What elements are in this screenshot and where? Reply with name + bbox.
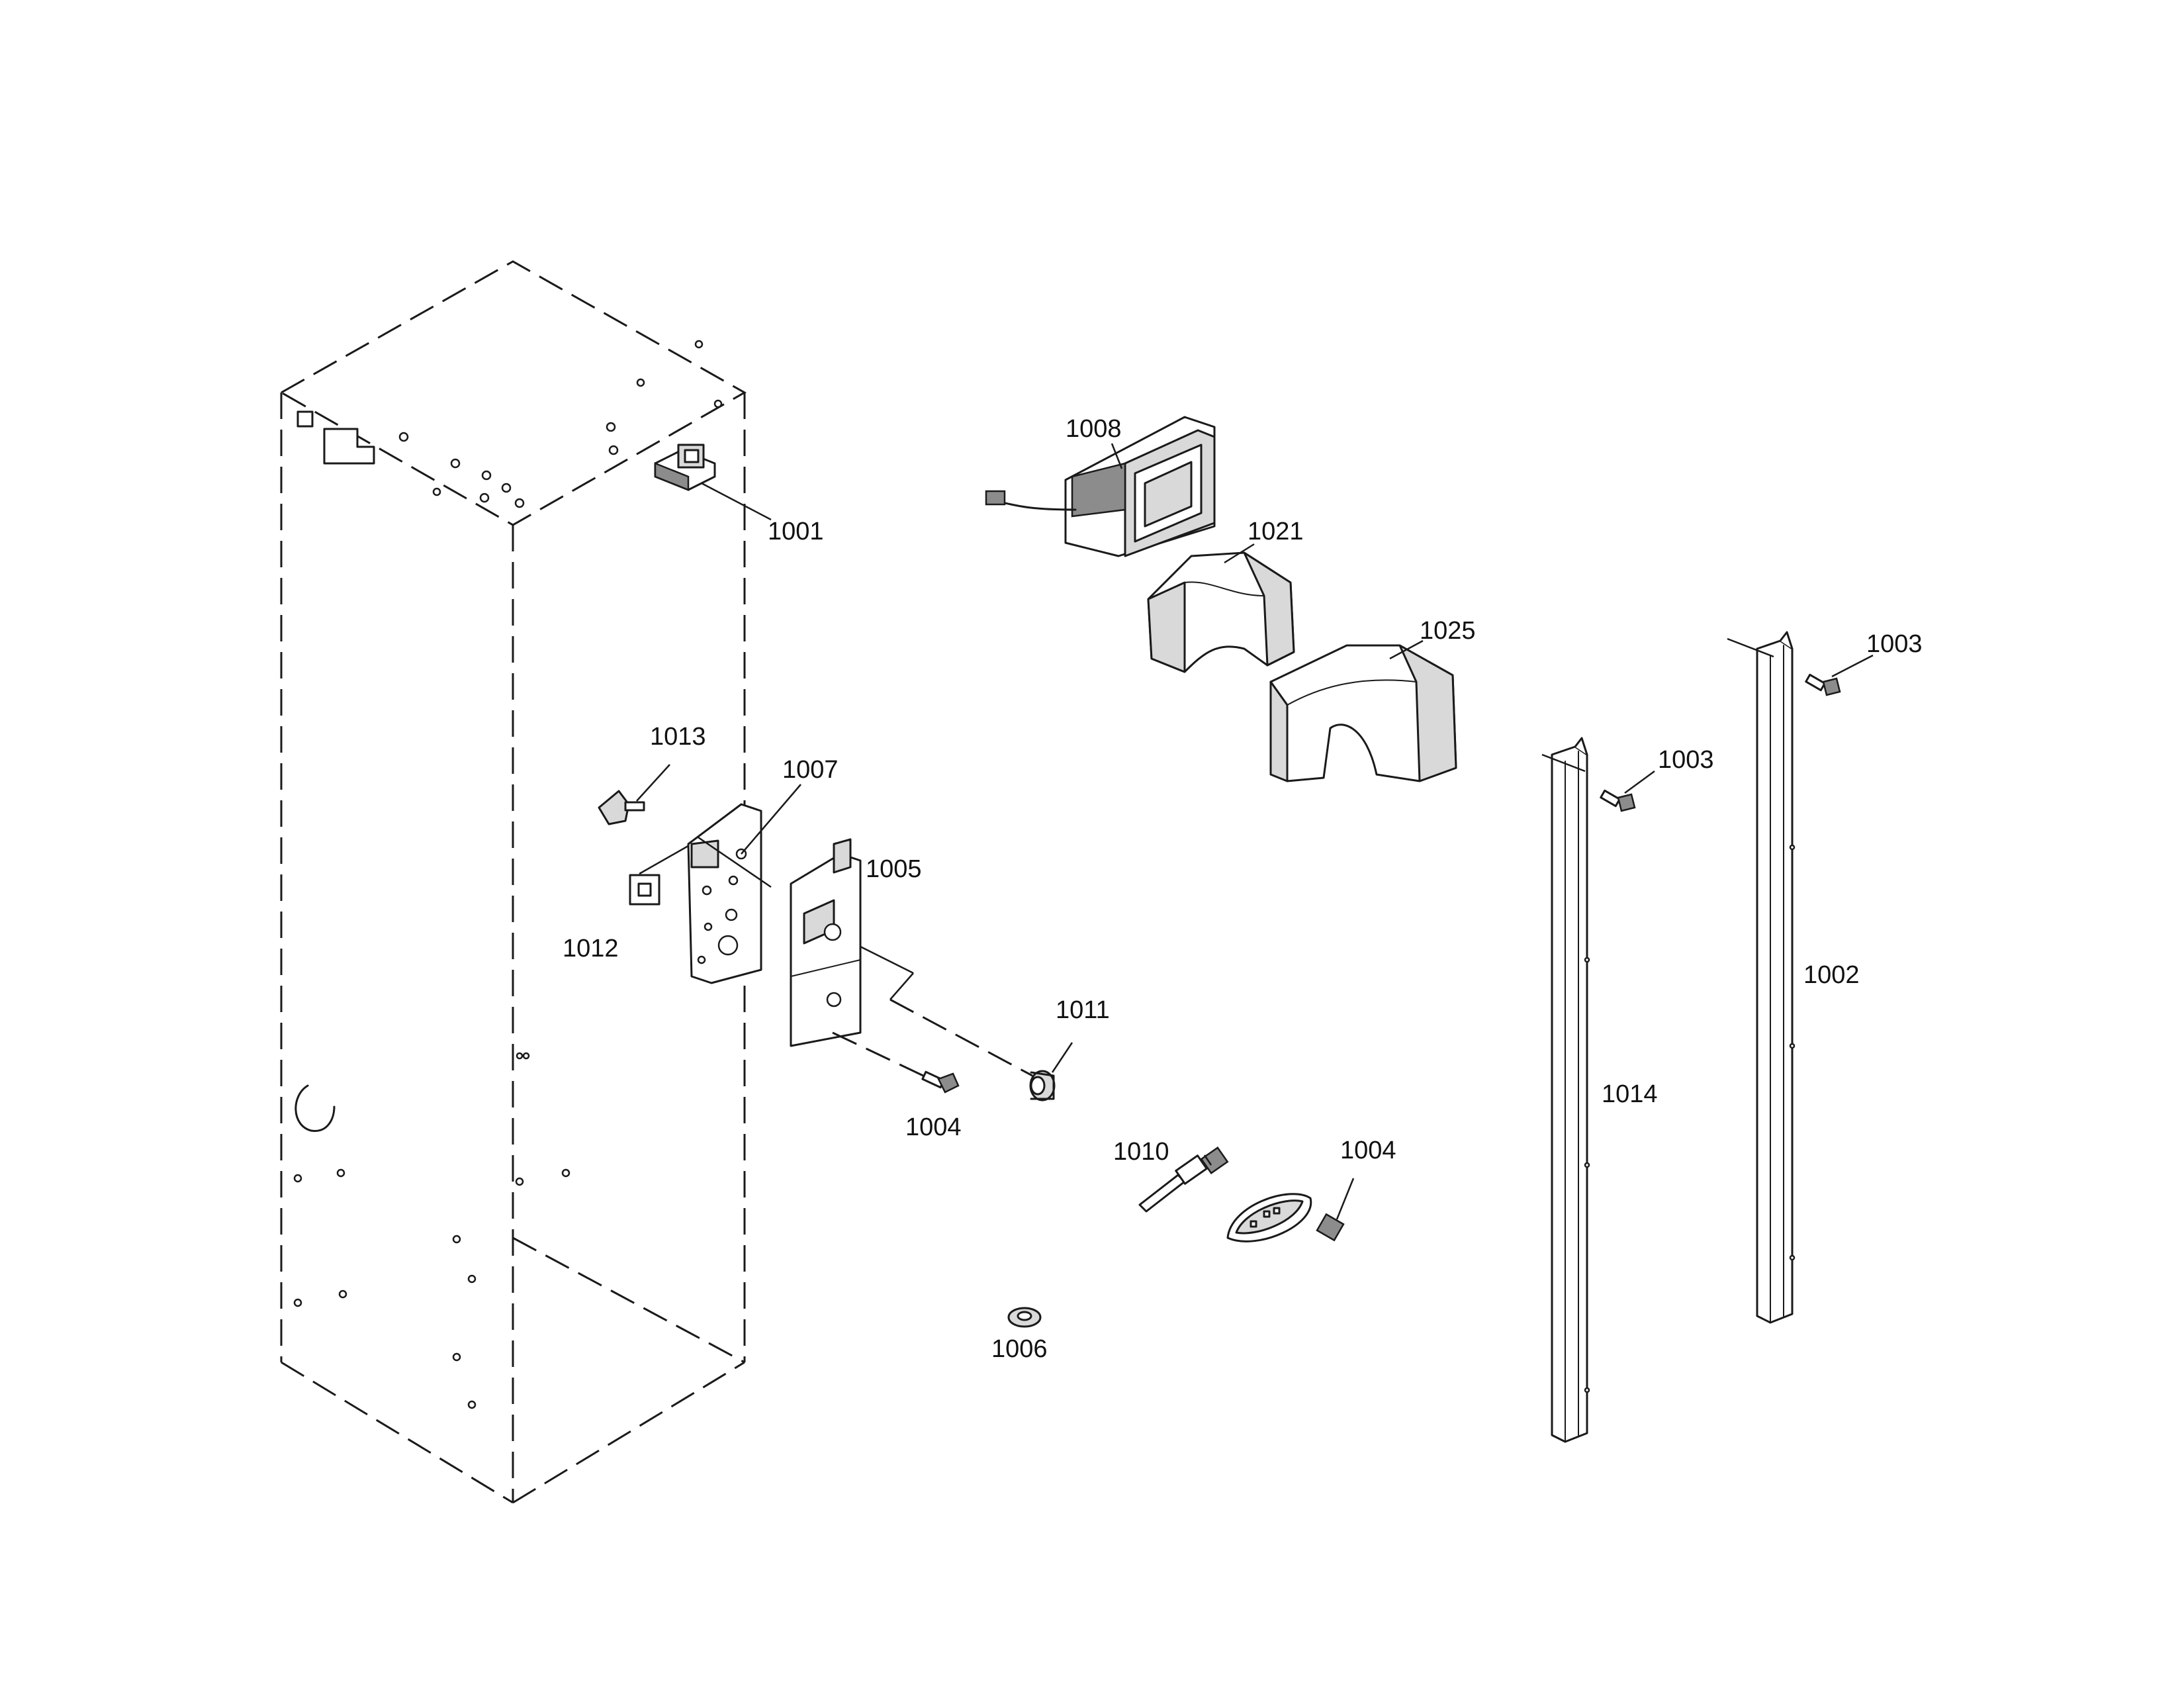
part-1003-screw-right [1805, 654, 1874, 696]
part-1008-light-housing [985, 416, 1216, 557]
callout-1004-left: 1004 [905, 1113, 962, 1141]
callout-1003-right: 1003 [1866, 630, 1923, 658]
callout-1004-right: 1004 [1340, 1137, 1396, 1164]
callout-1025: 1025 [1420, 617, 1476, 645]
part-1025-cover [1269, 639, 1457, 782]
part-1003-screw-middle [1600, 770, 1655, 812]
part-1013-knob [598, 764, 670, 825]
callout-1013: 1013 [650, 723, 706, 751]
callout-1002: 1002 [1803, 961, 1860, 989]
part-1011-plug [1029, 1042, 1073, 1102]
cabinet-outline [279, 260, 747, 1504]
callout-1005: 1005 [866, 855, 922, 883]
part-1004-screw-left [921, 1070, 960, 1094]
callout-1021: 1021 [1248, 518, 1304, 545]
callout-1008: 1008 [1066, 415, 1122, 443]
callout-1007: 1007 [782, 756, 839, 784]
part-1021-cover [1147, 543, 1295, 673]
part-1001-switch [654, 444, 772, 521]
callout-1014: 1014 [1602, 1080, 1658, 1108]
callout-1012: 1012 [563, 935, 619, 962]
callout-1010: 1010 [1113, 1138, 1169, 1166]
part-1012-pad [629, 843, 692, 906]
callout-1011: 1011 [1056, 996, 1110, 1024]
callout-1003-middle: 1003 [1658, 746, 1714, 774]
part-display-panel [1226, 1175, 1355, 1243]
callout-1006: 1006 [991, 1335, 1048, 1363]
part-1006-washer [1007, 1307, 1042, 1328]
callout-1001: 1001 [768, 518, 824, 545]
part-1010-sensor [1138, 1147, 1229, 1213]
part-1005-bracket [790, 838, 914, 1047]
part-1014-trim [1541, 737, 1590, 1443]
part-1007-bracket [687, 784, 801, 984]
part-1002-trim [1727, 631, 1796, 1324]
